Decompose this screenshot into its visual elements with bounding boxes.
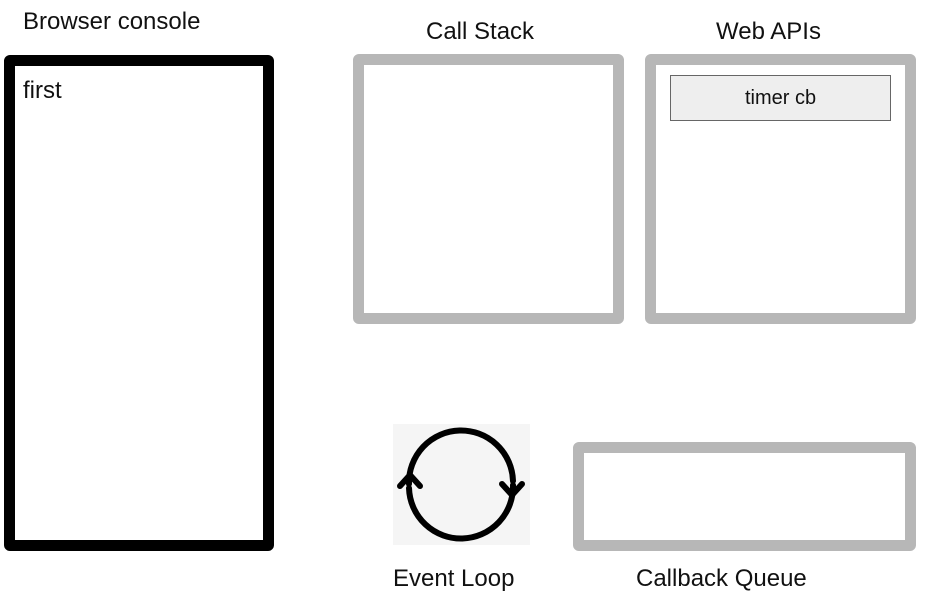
callback-queue-title: Callback Queue [636,565,807,592]
web-api-item-timer-cb: timer cb [670,75,891,121]
browser-console-panel [4,55,274,551]
event-loop-title: Event Loop [393,565,515,592]
event-loop-tile [393,424,530,545]
call-stack-title: Call Stack [426,18,535,45]
call-stack-panel [353,54,624,324]
callback-queue-panel [573,442,916,551]
browser-console-title: Browser console [23,8,201,35]
console-output-line: first [23,77,62,104]
cycle-arrows-icon [397,427,525,542]
web-apis-title: Web APIs [716,18,821,45]
